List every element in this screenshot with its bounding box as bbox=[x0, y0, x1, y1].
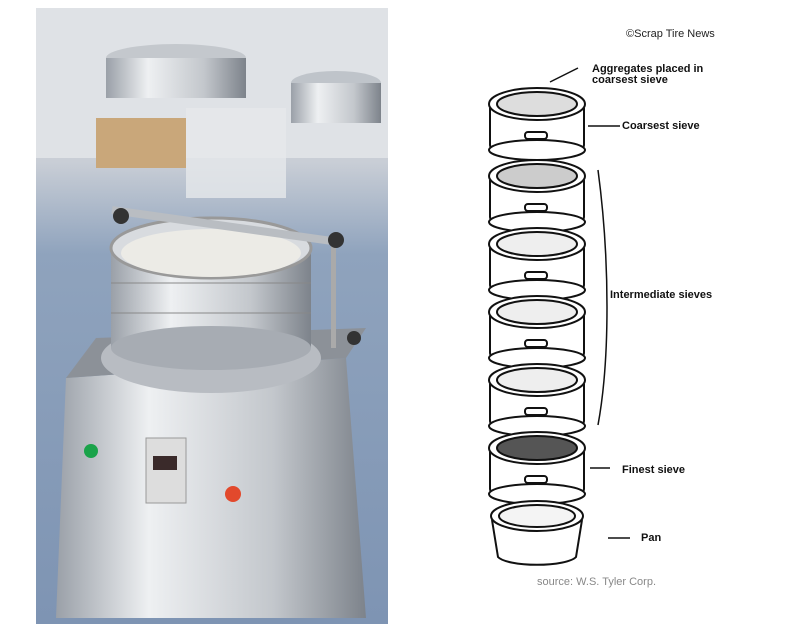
label-intermediate-sieves: Intermediate sieves bbox=[610, 289, 713, 301]
source-caption: source: W.S. Tyler Corp. bbox=[537, 576, 657, 588]
sieve-stack-diagram bbox=[488, 67, 630, 566]
label-pan: Pan bbox=[641, 532, 662, 544]
copyright-credit: ©Scrap Tire News bbox=[626, 28, 715, 40]
label-finest-sieve: Finest sieve bbox=[622, 464, 685, 476]
sieve-shaker-illustration bbox=[36, 8, 388, 618]
start-button-icon bbox=[84, 444, 98, 458]
label-coarsest-sieve: Coarsest sieve bbox=[622, 120, 700, 132]
stop-button-icon bbox=[225, 486, 241, 502]
label-aggregates: Aggregates placed in coarsest sieve bbox=[592, 63, 704, 86]
sieve-shaker-photo bbox=[36, 8, 388, 624]
